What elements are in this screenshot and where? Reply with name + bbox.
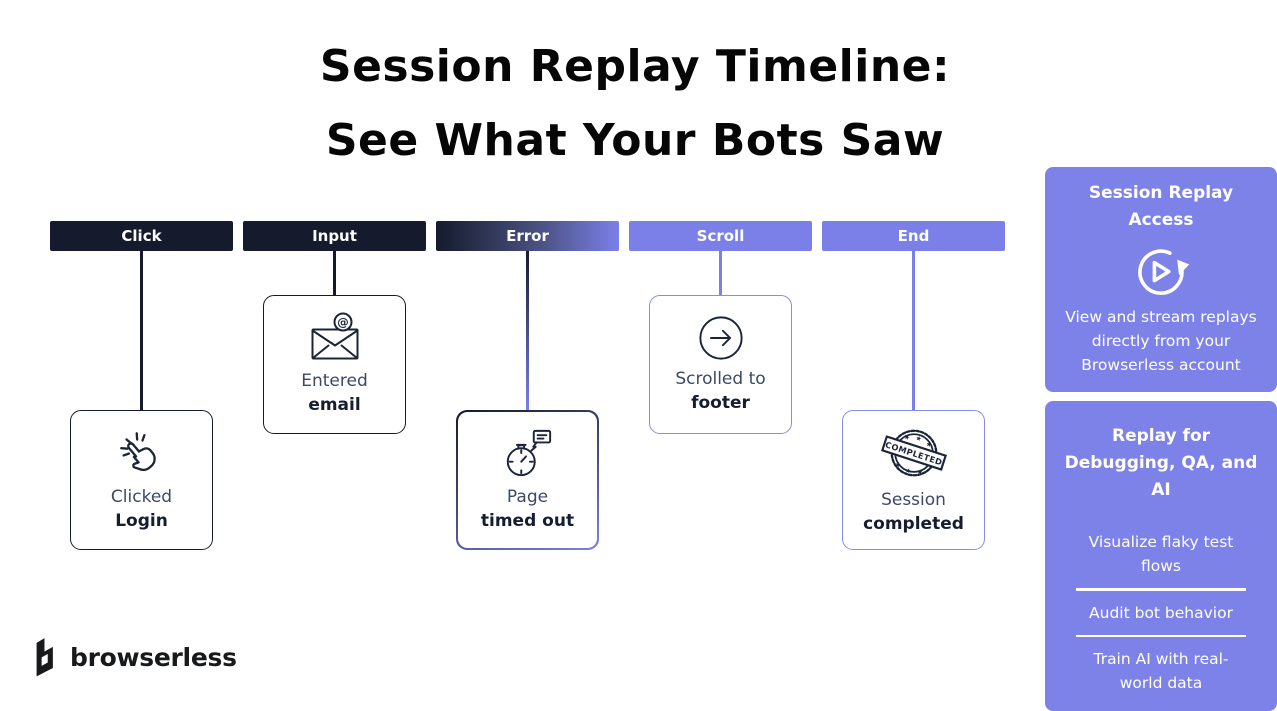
event-card-error: Page timed out bbox=[457, 411, 598, 549]
timeline-bar-label: Input bbox=[312, 227, 357, 245]
stopwatch-timeout-icon bbox=[506, 429, 551, 476]
svg-text:★: ★ bbox=[904, 466, 912, 475]
page-title: Session Replay Timeline: See What Your B… bbox=[0, 30, 1270, 178]
timeline-bar-label: Scroll bbox=[696, 227, 745, 245]
svg-text:★: ★ bbox=[924, 439, 932, 448]
timeline-bar-scroll: Scroll bbox=[629, 221, 812, 251]
click-icon bbox=[119, 431, 156, 471]
event-target: Login bbox=[115, 510, 168, 531]
event-action: Scrolled to bbox=[675, 369, 766, 389]
page-title-line2: See What Your Bots Saw bbox=[325, 115, 945, 166]
event-card-scroll: Scrolled to footer bbox=[649, 295, 792, 434]
event-action: Entered bbox=[301, 371, 368, 391]
browserless-logo: browserless bbox=[30, 636, 237, 678]
panel-title: Replay for Debugging, QA, and AI bbox=[1064, 426, 1258, 500]
browserless-logo-mark bbox=[36, 638, 53, 677]
panel-list-item: Visualize flaky test flows bbox=[1088, 533, 1234, 575]
panel-title: Session Replay Access bbox=[1088, 183, 1234, 230]
sidebar-panel-session-replay-access: Session Replay Access View and stream re… bbox=[1045, 167, 1277, 392]
timeline-bar-input: Input bbox=[243, 221, 426, 251]
connector-line-scroll bbox=[719, 251, 722, 295]
svg-text:★: ★ bbox=[902, 432, 910, 441]
timeline-bar-click: Click bbox=[50, 221, 233, 251]
completed-stamp-icon: COMPLETED ★ ★ ★ ★ ★ ★ bbox=[880, 429, 947, 476]
email-at-icon: @ bbox=[311, 312, 358, 360]
arrow-right-circle-icon bbox=[698, 316, 743, 360]
panel-separator bbox=[1076, 588, 1246, 591]
event-target: footer bbox=[691, 393, 750, 413]
connector-line-click bbox=[140, 251, 143, 410]
event-target: timed out bbox=[480, 510, 575, 531]
event-target: email bbox=[308, 395, 361, 415]
timeline-bar-label: Error bbox=[506, 227, 549, 245]
at-symbol: @ bbox=[337, 315, 349, 329]
timeline-bar-label: End bbox=[897, 227, 930, 245]
browserless-logo-text: browserless bbox=[70, 642, 237, 672]
svg-text:★: ★ bbox=[915, 467, 923, 476]
event-action: Page bbox=[506, 486, 549, 507]
session-replay-icon bbox=[1138, 249, 1190, 295]
svg-text:★: ★ bbox=[893, 460, 901, 469]
timeline-bar-label: Click bbox=[121, 227, 162, 245]
sidebar-panel-replay-uses: Replay for Debugging, QA, and AI Visuali… bbox=[1045, 401, 1277, 711]
event-card-error-border: Page timed out bbox=[456, 410, 599, 550]
event-action: Session bbox=[881, 489, 946, 510]
panel-body-text: View and stream replays directly from yo… bbox=[1065, 308, 1257, 374]
panel-list-item: Audit bot behavior bbox=[1089, 603, 1233, 622]
connector-line-end bbox=[912, 251, 915, 410]
event-card-click: Clicked Login bbox=[70, 410, 213, 550]
event-target: completed bbox=[863, 513, 964, 534]
connector-line-error bbox=[526, 251, 529, 410]
timeline-bar-error: Error bbox=[436, 221, 619, 251]
page-title-line1: Session Replay Timeline: bbox=[319, 41, 951, 92]
event-card-end: COMPLETED ★ ★ ★ ★ ★ ★ Session completed bbox=[842, 410, 985, 550]
svg-text:★: ★ bbox=[914, 433, 922, 442]
timeline-bar-end: End bbox=[822, 221, 1005, 251]
panel-list-item: Train AI with real-world data bbox=[1093, 650, 1229, 692]
connector-line-input bbox=[333, 251, 336, 295]
panel-separator bbox=[1076, 634, 1246, 637]
event-action: Clicked bbox=[110, 486, 173, 507]
event-card-input: @ Entered email bbox=[263, 295, 406, 434]
